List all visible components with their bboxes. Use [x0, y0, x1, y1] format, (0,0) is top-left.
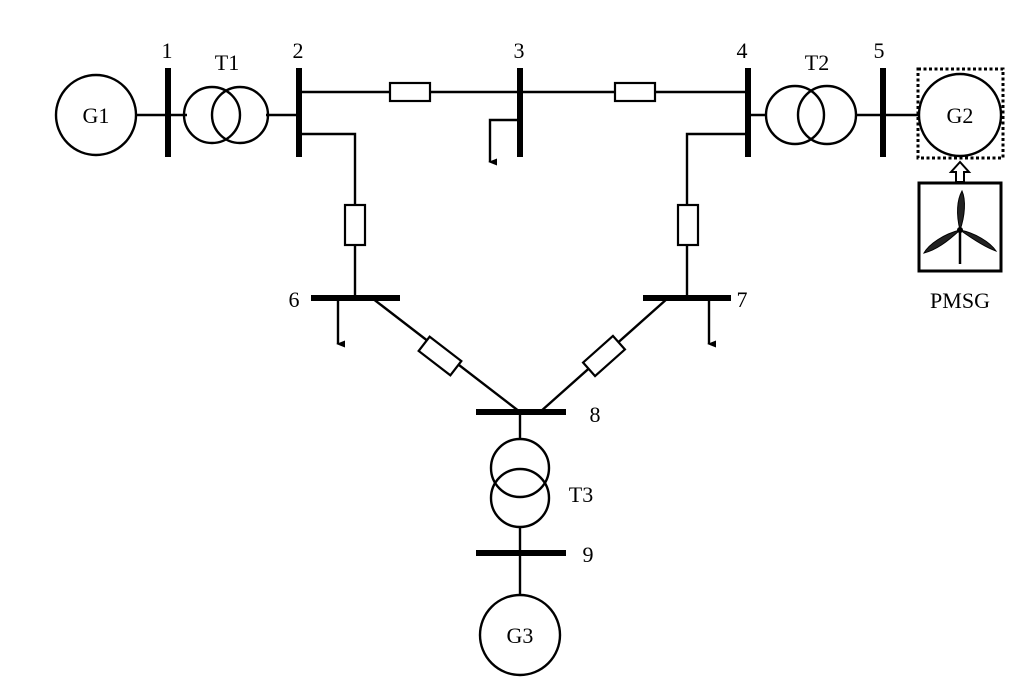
transformer-t3-label: T3 [569, 482, 593, 507]
bus-3-label: 3 [514, 38, 525, 63]
generator-g1-label: G1 [83, 103, 110, 128]
line-impedances [343, 81, 700, 378]
line-impedance-icon [613, 81, 657, 103]
transformer-icon [764, 84, 858, 146]
transformer-icon [489, 437, 551, 529]
transformer-t2 [764, 84, 858, 146]
line-impedance-icon [581, 334, 627, 378]
load-arrow-icon [488, 118, 520, 166]
g2-dotted-frame [916, 67, 1005, 160]
bus-8-label: 8 [590, 402, 601, 427]
bus-6-label: 6 [289, 287, 300, 312]
generator-g2-label: G2 [947, 103, 974, 128]
line-impedance-icon [343, 203, 367, 247]
line-impedance-icon [388, 81, 432, 103]
bus-2-label: 2 [293, 38, 304, 63]
bus-5-label: 5 [874, 38, 885, 63]
wind-turbine-icon [917, 160, 1003, 273]
transformer-t2-label: T2 [805, 50, 829, 75]
line-impedance-icon [417, 335, 463, 377]
transformer-t1-label: T1 [215, 50, 239, 75]
wires [135, 90, 918, 596]
buses [165, 68, 886, 556]
bus-4-label: 4 [737, 38, 748, 63]
transformer-t1 [182, 85, 270, 145]
generator-icon [54, 73, 138, 157]
bus-9-label: 9 [583, 542, 594, 567]
transformer-icon [182, 85, 270, 145]
labels: 1 2 3 4 5 6 7 8 9 T1 T2 T3 G1 G2 G3 PMSG [83, 38, 991, 648]
line-impedance-icon [676, 203, 700, 247]
transformer-t3 [489, 437, 551, 529]
bus-1-label: 1 [162, 38, 173, 63]
loads [336, 118, 717, 348]
generator-icon [917, 72, 1003, 158]
generator-icon [478, 593, 562, 677]
bus-7-label: 7 [737, 287, 748, 312]
generator-g3-label: G3 [507, 623, 534, 648]
pmsg-label: PMSG [930, 288, 990, 313]
